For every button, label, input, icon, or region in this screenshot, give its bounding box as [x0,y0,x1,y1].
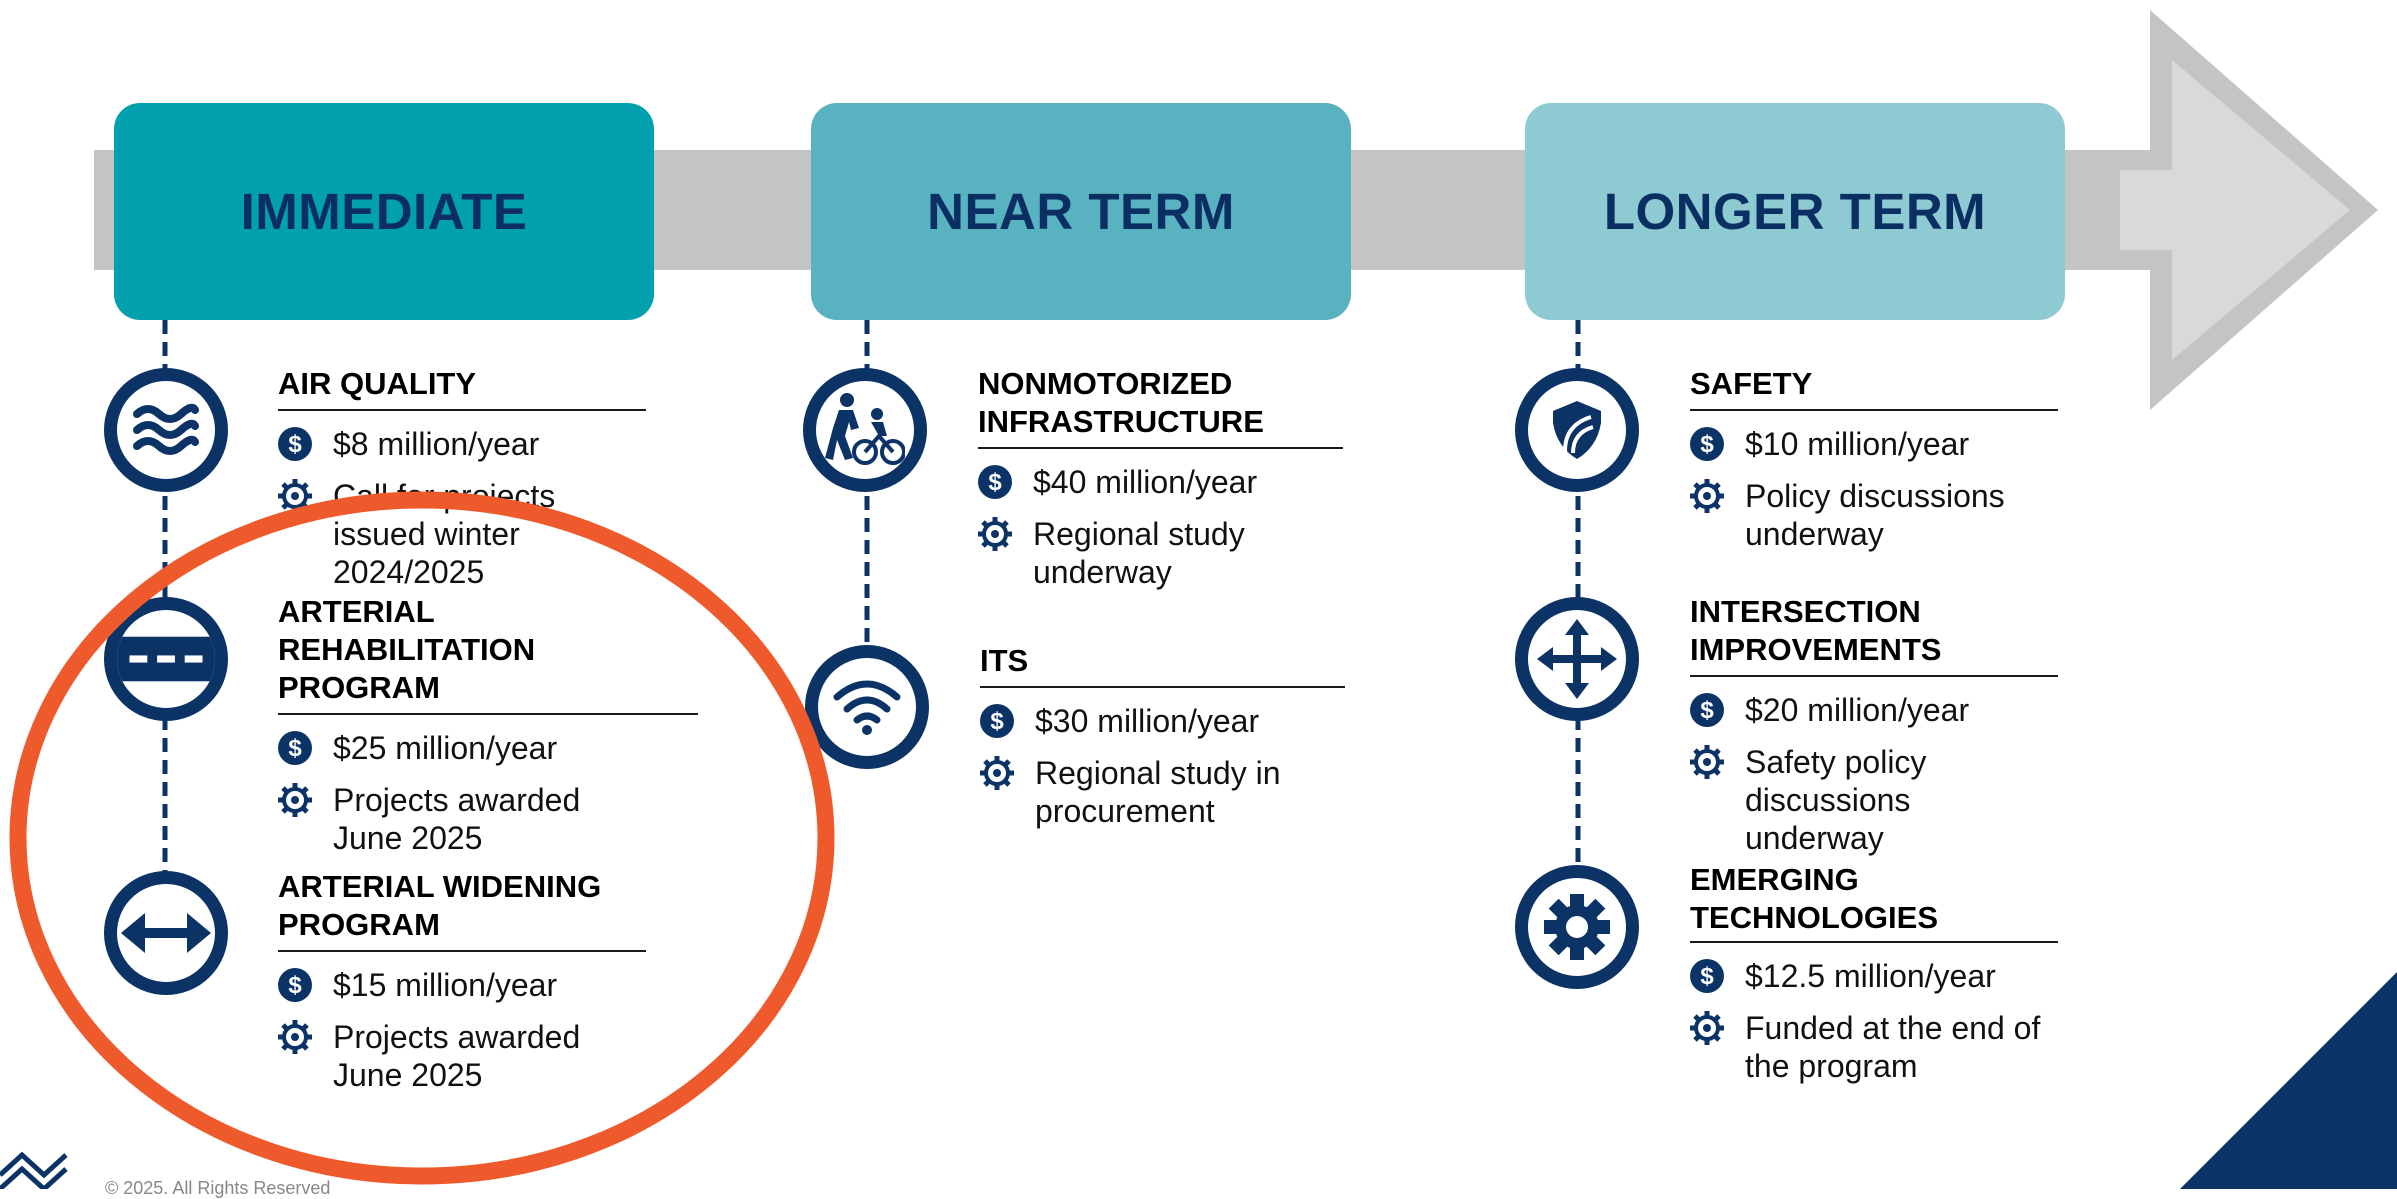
waves-icon [104,368,228,492]
program-safety: SAFETY $ $10 million/year Policy discussi… [1690,365,2058,553]
dollar-icon: $ [1690,959,1724,993]
dollar-icon: $ [278,427,312,461]
road-icon [104,597,228,721]
status-text: Regional study in procurement [1035,755,1281,829]
funding-amount: $40 million/year [1033,464,1258,500]
dollar-icon: $ [1690,427,1724,461]
svg-text:$: $ [288,431,302,458]
status-text: Safety policy discussions underway [1745,744,1927,856]
program-air-quality: AIR QUALITY $ $8 million/year Call for pr… [278,365,646,591]
status-text: Funded at the end of the program [1745,1010,2041,1084]
logo-mark [0,1151,68,1189]
status-text: Regional study underway [1033,516,1245,590]
funding-amount: $10 million/year [1745,426,1970,462]
svg-text:$: $ [1700,963,1714,990]
program-emerging-technologies: EMERGING TECHNOLOGIES $ $12.5 million/yea… [1690,861,2058,1085]
phase-near-term: NEAR TERM [811,103,1351,320]
dollar-icon: $ [1690,693,1724,727]
funding-amount: $15 million/year [333,967,558,1003]
program-arterial-rehabilitation: ARTERIAL REHABILITATION PROGRAM $ $25 mil… [278,593,698,857]
dollar-icon: $ [278,731,312,765]
dollar-icon: $ [980,704,1014,738]
program-title: AIR QUALITY [278,365,646,411]
program-title: INTERSECTION IMPROVEMENTS [1690,593,2058,677]
timeline-arrow-inner [2120,60,2350,360]
program-its: ITS $ $30 million/year Regional study in … [980,642,1345,830]
phase-label: NEAR TERM [927,183,1235,240]
double-arrow-icon [104,871,228,995]
status-gear-icon [1690,1011,1724,1045]
funding-amount: $25 million/year [333,730,558,766]
title-underline [1690,941,2058,943]
program-title: NONMOTORIZED INFRASTRUCTURE [978,365,1343,449]
phase-immediate: IMMEDIATE [114,103,654,320]
status-gear-icon [978,517,1012,551]
four-way-arrow-icon [1515,597,1639,721]
wifi-icon [805,645,929,769]
svg-text:$: $ [990,708,1004,735]
status-text: Projects awarded June 2025 [333,782,581,856]
dollar-icon: $ [978,465,1012,499]
program-title: ARTERIAL REHABILITATION PROGRAM [278,593,698,715]
program-title: ITS [980,642,1345,688]
svg-text:$: $ [288,735,302,762]
funding-amount: $8 million/year [333,426,540,462]
status-text: Policy discussions underway [1745,478,2005,552]
svg-text:$: $ [1700,697,1714,724]
program-title: EMERGING TECHNOLOGIES [1690,862,1939,935]
program-intersection: INTERSECTION IMPROVEMENTS $ $20 million/y… [1690,593,2058,857]
pedestrian-bike-icon [803,368,927,492]
funding-amount: $20 million/year [1745,692,1970,728]
shield-icon [1515,368,1639,492]
gear-icon [1515,865,1639,989]
phase-label: LONGER TERM [1603,183,1987,240]
status-text: Call for projects issued winter 2024/202… [333,478,556,590]
status-text: Projects awarded June 2025 [333,1019,581,1093]
phase-longer-term: LONGER TERM [1525,103,2065,320]
svg-text:$: $ [1700,431,1714,458]
corner-triangle [2180,972,2397,1189]
status-gear-icon [278,783,312,817]
program-title: SAFETY [1690,365,2058,411]
program-nonmotorized: NONMOTORIZED INFRASTRUCTURE $ $40 million… [978,365,1343,591]
status-gear-icon [278,479,312,513]
program-arterial-widening: ARTERIAL WIDENING PROGRAM $ $15 million/y… [278,868,646,1094]
status-gear-icon [1690,745,1724,779]
funding-amount: $12.5 million/year [1745,958,1996,994]
status-gear-icon [278,1020,312,1054]
svg-text:$: $ [288,972,302,999]
phase-label: IMMEDIATE [240,183,528,240]
dollar-icon: $ [278,968,312,1002]
program-title: ARTERIAL WIDENING PROGRAM [278,868,646,952]
funding-amount: $30 million/year [1035,703,1260,739]
status-gear-icon [1690,479,1724,513]
svg-text:$: $ [988,469,1002,496]
status-gear-icon [980,756,1014,790]
